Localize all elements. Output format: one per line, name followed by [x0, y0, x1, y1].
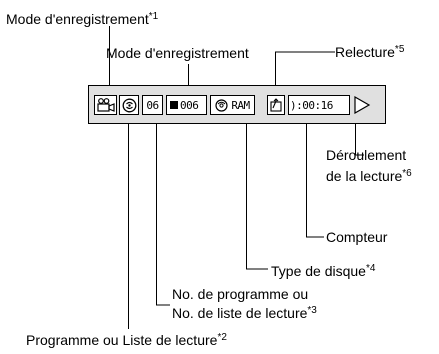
rec-mode-icon [170, 101, 178, 109]
replay-cell [267, 95, 285, 115]
counter-value: ):00:16 [288, 95, 350, 115]
label-deroulement-1: Déroulement [326, 147, 407, 163]
program-number: 06 [142, 95, 163, 115]
disc-type-value: RAM [231, 98, 250, 112]
label-rec-mode-top: Mode d'enregistrement*1 [6, 11, 159, 27]
rec-mode-value-cell: 006 [166, 95, 207, 115]
replay-icon [270, 98, 282, 112]
label-deroulement-2: de la lecture*6 [326, 168, 412, 184]
program-type-cell [119, 95, 139, 115]
rec-mode-value: 006 [180, 98, 199, 112]
label-relecture: Relecture*5 [335, 44, 405, 60]
label-rec-mode-mid: Mode d'enregistrement [106, 45, 249, 61]
label-no-programme-2: No. de liste de lecture*3 [172, 305, 317, 321]
label-no-programme-1: No. de programme ou [172, 286, 309, 302]
rec-mode-cell [94, 95, 117, 115]
disc-icon [215, 98, 228, 112]
disc-type-cell: RAM [210, 95, 255, 115]
camcorder-icon [96, 98, 115, 112]
label-compteur: Compteur [326, 229, 388, 245]
play-icon [353, 96, 370, 114]
display-panel: 06 006 RAM ):00:16 [88, 85, 386, 124]
label-type-disque: Type de disque*4 [271, 263, 376, 279]
program-icon [122, 98, 136, 112]
play-direction-cell [352, 95, 371, 115]
label-programme-liste: Programme ou Liste de lecture*2 [26, 332, 227, 348]
